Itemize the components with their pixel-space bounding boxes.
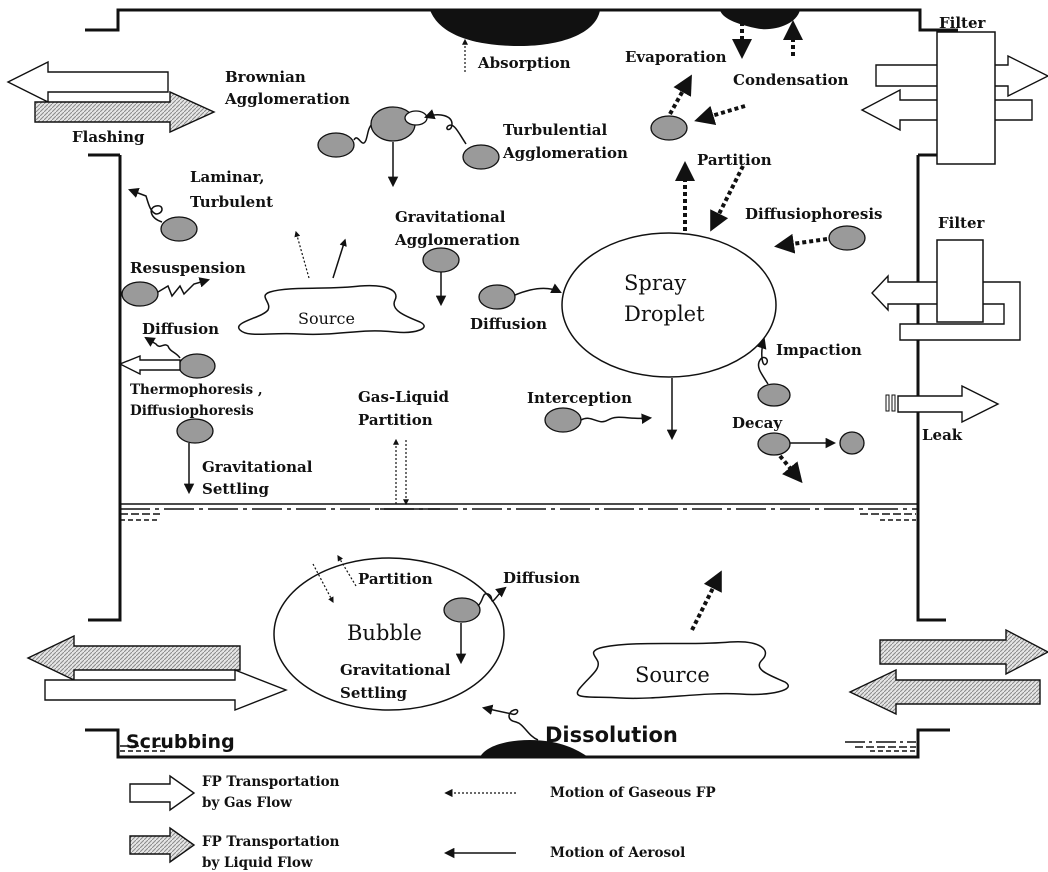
diffusion-left-label: Diffusion — [142, 320, 219, 338]
bubble-region: Bubble Partition Diffusion Gravitational… — [273, 554, 580, 711]
diffusiophoresis-label: Diffusiophoresis — [745, 205, 883, 223]
diffusion-to-droplet: Diffusion — [470, 283, 562, 333]
filter-mid-label: Filter — [938, 214, 986, 232]
grav-settling-label-1: Gravitational — [202, 458, 313, 476]
decay: Decay — [732, 414, 865, 484]
leak-label: Leak — [922, 426, 963, 444]
gas-flow-arrow-left-lower — [44, 668, 288, 712]
legend-gas-flow-1: FP Transportation — [202, 774, 340, 790]
left-lower-arrows — [26, 634, 288, 712]
interception-label: Interception — [527, 389, 632, 407]
absorption-label: Absorption — [477, 54, 571, 72]
diffusion-thermophoresis: Diffusion Thermophoresis , Diffusiophore… — [118, 320, 263, 419]
turbulential-label-1: Turbulential — [503, 121, 607, 139]
laminar-label-2: Turbulent — [190, 193, 273, 211]
legend-gas-flow-2: by Gas Flow — [202, 795, 292, 811]
gravitational-agglomeration: Gravitational Agglomeration — [394, 208, 520, 307]
flashing-label: Flashing — [72, 128, 145, 146]
impaction: Impaction — [756, 338, 862, 407]
liquid-flow-arrow-right-in — [848, 668, 1041, 716]
filter-mid-unit: Filter — [871, 214, 1021, 341]
source-upper-label: Source — [298, 309, 355, 328]
bubble-label: Bubble — [347, 621, 422, 645]
spray-label-2: Droplet — [624, 302, 705, 326]
resuspension: Resuspension — [121, 259, 246, 307]
source-lower-pool: Source — [576, 570, 789, 700]
filter-mid-box — [936, 239, 984, 323]
source-upper-pool: Source — [237, 230, 425, 336]
legend-liquid-flow-1: FP Transportation — [202, 834, 340, 850]
diffusion-mid-label: Diffusion — [470, 315, 547, 333]
liquid-flow-arrow-right-out — [879, 628, 1048, 676]
brownian-label-2: Agglomeration — [224, 90, 350, 108]
gas-flow-arrow-out-left — [6, 60, 169, 104]
grav-settling-label-2: Settling — [202, 480, 270, 498]
source-lower-label: Source — [635, 663, 710, 687]
dissolution: Dissolution Scrubbing — [126, 704, 678, 753]
absorption-process: Absorption — [462, 38, 571, 72]
filter-top-box — [936, 31, 996, 165]
decay-label: Decay — [732, 414, 783, 432]
legend-liquid-flow-arrow — [129, 826, 196, 864]
water-surface — [120, 503, 918, 521]
evaporation-label: Evaporation — [625, 48, 727, 66]
floor-deposit — [480, 740, 588, 757]
right-lower-arrows — [848, 628, 1048, 716]
brownian-label-1: Brownian — [225, 68, 306, 86]
ceiling-deposit — [430, 10, 600, 46]
thermophoresis-label-2: Diffusiophoresis — [130, 403, 254, 419]
diffusiophoresis: Diffusiophoresis — [745, 205, 883, 254]
grav-agg-label-1: Gravitational — [395, 208, 506, 226]
filter-top-unit: Filter — [860, 14, 1048, 165]
spray-droplet: Spray Droplet Partition — [561, 151, 777, 441]
bubble-grav-label-2: Settling — [340, 684, 408, 702]
filter-top-label: Filter — [939, 14, 987, 32]
ceiling-deposit-small — [720, 10, 800, 30]
grav-agg-label-2: Agglomeration — [394, 231, 520, 249]
diffusion-bubble-label: Diffusion — [503, 569, 580, 587]
liquid-flow-arrow-left — [26, 634, 241, 682]
floor-water-lines — [120, 741, 916, 752]
impaction-label: Impaction — [776, 341, 862, 359]
bubble-grav-label-1: Gravitational — [340, 661, 451, 679]
legend: FP Transportation by Gas Flow FP Transpo… — [129, 774, 716, 871]
gravitational-settling: Gravitational Settling — [176, 418, 313, 498]
scrubbing-label: Scrubbing — [126, 731, 235, 753]
brownian-agglomeration: Brownian Agglomeration Turbulential Aggl… — [224, 68, 628, 188]
flashing-arrows: Flashing — [6, 60, 216, 146]
legend-liquid-flow-2: by Liquid Flow — [202, 855, 313, 871]
gas-liquid-label-1: Gas-Liquid — [358, 388, 450, 406]
legend-gas-flow-arrow — [129, 774, 196, 812]
laminar-turbulent-deposition: Laminar, Turbulent — [128, 168, 273, 242]
evaporation-condensation: Evaporation Condensation — [625, 20, 849, 141]
partition-top-label: Partition — [697, 151, 772, 169]
thermophoresis-label-1: Thermophoresis , — [130, 382, 263, 398]
spray-label-1: Spray — [624, 271, 686, 295]
resuspension-label: Resuspension — [130, 259, 246, 277]
leak: Leak — [885, 384, 1000, 444]
laminar-label-1: Laminar, — [190, 168, 265, 186]
turbulential-label-2: Agglomeration — [502, 144, 628, 162]
interception: Interception — [527, 389, 653, 433]
gas-liquid-label-2: Partition — [358, 411, 433, 429]
condensation-label: Condensation — [733, 71, 849, 89]
dissolution-label: Dissolution — [545, 723, 678, 747]
partition-bubble-label: Partition — [358, 570, 433, 588]
liquid-flow-arrow-flashing — [34, 90, 216, 134]
gas-liquid-partition: Gas-Liquid Partition — [358, 388, 450, 506]
legend-aerosol: Motion of Aerosol — [550, 845, 685, 861]
legend-gaseous: Motion of Gaseous FP — [550, 785, 716, 801]
